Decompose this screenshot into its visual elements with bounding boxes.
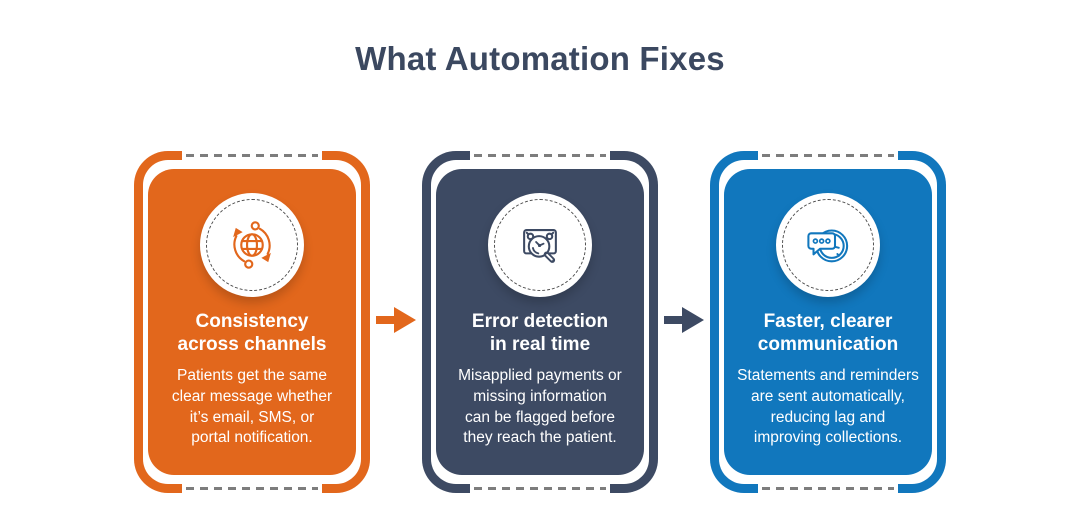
card-dash-bottom	[186, 487, 318, 490]
card-dash-bottom	[474, 487, 606, 490]
card-bracket-left	[134, 151, 182, 493]
card-bracket-right	[322, 151, 370, 493]
icon-badge	[776, 193, 880, 297]
card-consistency: Consistency across channels Patients get…	[134, 151, 370, 493]
sync-globe-icon	[233, 221, 271, 269]
card-bracket-left	[710, 151, 758, 493]
icon-dashed-ring	[782, 199, 874, 291]
arrow-right-icon	[376, 307, 416, 333]
card-dash-top	[762, 154, 894, 157]
card-body-text: Misapplied payments or missing informati…	[458, 367, 622, 447]
card-communication: Faster, clearer communication Statements…	[710, 151, 946, 493]
card-panel: Consistency across channels Patients get…	[148, 169, 356, 475]
error-detection-magnifier-icon	[523, 229, 557, 263]
icon-dashed-ring	[206, 199, 298, 291]
card-dash-top	[474, 154, 606, 157]
icon-dashed-ring	[494, 199, 586, 291]
card-dash-top	[186, 154, 318, 157]
card-panel: Error detection in real time Misapplied …	[436, 169, 644, 475]
card-heading: Faster, clearer communication	[757, 311, 899, 356]
card-error-detection: Error detection in real time Misapplied …	[422, 151, 658, 493]
cards-row: Consistency across channels Patients get…	[0, 151, 1080, 493]
page-title: What Automation Fixes	[355, 40, 725, 77]
icon-badge	[200, 193, 304, 297]
card-bracket-right	[610, 151, 658, 493]
card-heading: Error detection in real time	[471, 311, 609, 356]
clock-chat-icon	[807, 229, 849, 263]
card-body-text: Patients get the same clear message whet…	[171, 367, 333, 447]
card-heading: Consistency across channels	[177, 311, 327, 356]
icon-badge	[488, 193, 592, 297]
card-body-text: Statements and reminders are sent automa…	[737, 367, 919, 447]
card-bracket-left	[422, 151, 470, 493]
card-panel: Faster, clearer communication Statements…	[724, 169, 932, 475]
arrow-right-icon	[664, 307, 704, 333]
card-bracket-right	[898, 151, 946, 493]
card-dash-bottom	[762, 487, 894, 490]
